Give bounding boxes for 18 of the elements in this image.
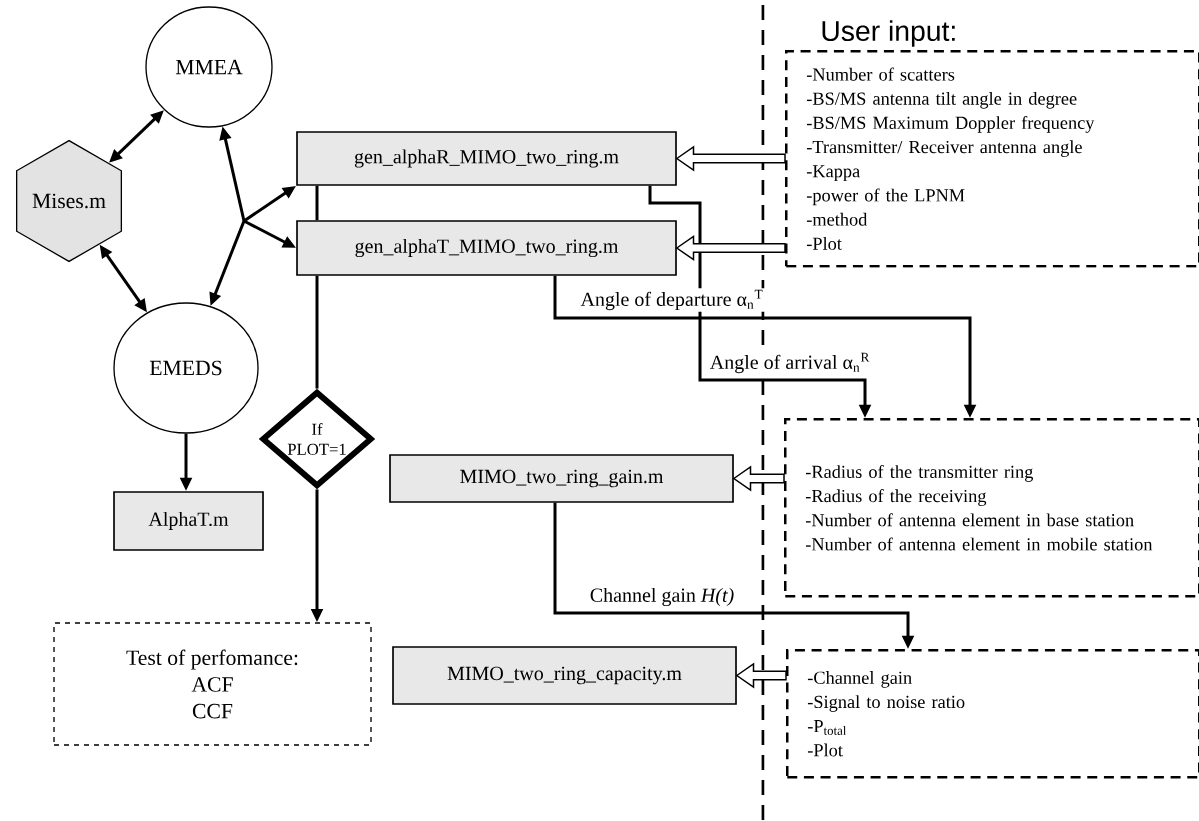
file-box: MIMO_two_ring_gain.m xyxy=(389,454,734,503)
file-box: MIMO_two_ring_capacity.m xyxy=(392,646,737,705)
file-box: gen_alphaT_MIMO_two_ring.m xyxy=(296,220,677,276)
input-box: -Radius of the transmitter ring -Radius of the receiving -Number of antenna element in base station -Number of antenna element in mobile station xyxy=(784,418,1199,598)
edge-label: Angle of arrival α$_{n}$R xyxy=(708,351,872,375)
connector-line xyxy=(315,185,319,221)
edge-label: Angle of departure α$_{n}$T xyxy=(578,288,766,312)
ellipse-node: MMEA xyxy=(145,6,273,128)
file-box: gen_alphaR_MIMO_two_ring.m xyxy=(296,131,677,186)
edge-label: Channel gain H(t) xyxy=(588,586,736,608)
input-box: User input: -Number of scatters -BS/MS antenna tilt angle in degree -BS/MS Maximum Doppler frequency -Transmitter/ Receiver antenna angle -Kappa -power of the LPNM -method -Plot xyxy=(785,20,1199,268)
input-box: -Channel gain -Signal to noise ratio -P$_{total}$ -Plot xyxy=(786,649,1199,779)
result-box: Test of perfomance: ACF CCF xyxy=(53,622,372,746)
hexagon-node: Mises.m xyxy=(16,139,122,263)
file-box: AlphaT.m xyxy=(113,491,264,551)
node-label: User input: xyxy=(822,20,955,47)
connector-line xyxy=(315,275,319,389)
ellipse-node: EMEDS xyxy=(113,302,259,434)
